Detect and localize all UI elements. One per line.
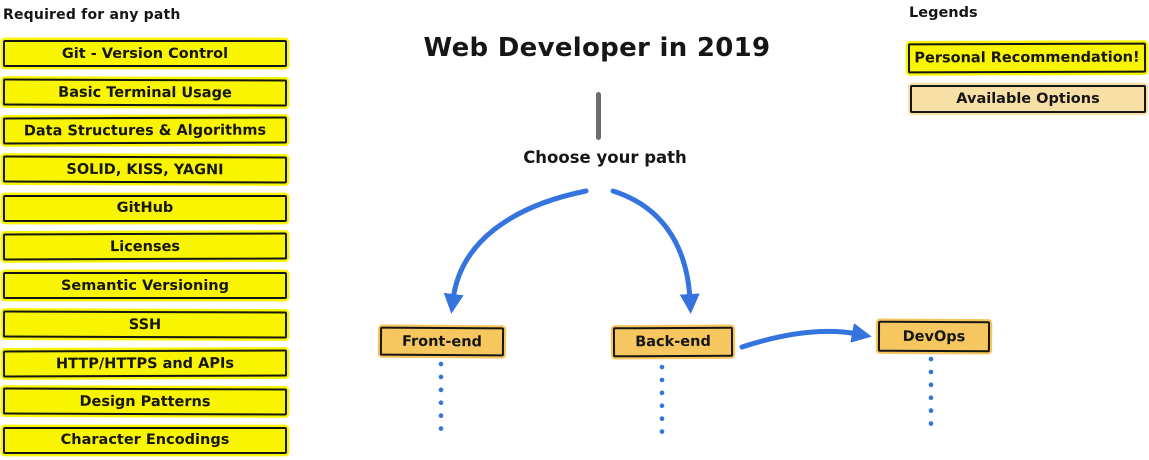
required-item-licenses: Licenses [2,232,288,261]
path-box-devops: DevOps [877,320,991,353]
arrow-to-front-end-icon [443,188,589,314]
legend-personal-recommendation: Personal Recommendation! [907,42,1147,74]
legend-available-options: Available Options [910,85,1146,113]
required-item-encodings: Character Encodings [3,426,287,454]
required-item-ssh: SSH [2,310,288,339]
required-item-solid: SOLID, KISS, YAGNI [2,155,288,184]
legends-heading: Legends [909,5,978,21]
path-box-front-end: Front-end [379,326,505,357]
required-items-list: Git - Version Control Basic Terminal Usa… [2,40,288,454]
required-item-terminal: Basic Terminal Usage [2,78,288,107]
arrow-backend-to-devops-icon [739,323,872,350]
required-section-heading: Required for any path [3,7,181,23]
path-box-back-end: Back-end [612,326,734,358]
required-item-git: Git - Version Control [3,40,287,67]
required-item-github: GitHub [3,194,287,222]
required-item-design-patterns: Design Patterns [2,387,288,416]
choose-your-path-label: Choose your path [523,148,687,167]
required-item-semver: Semantic Versioning [3,272,287,300]
required-item-dsa: Data Structures & Algorithms [2,116,288,145]
required-item-http-apis: HTTP/HTTPS and APIs [2,349,288,377]
page-title: Web Developer in 2019 [423,33,771,63]
title-stem-line [596,92,601,140]
arrow-to-back-end-icon [610,188,700,314]
